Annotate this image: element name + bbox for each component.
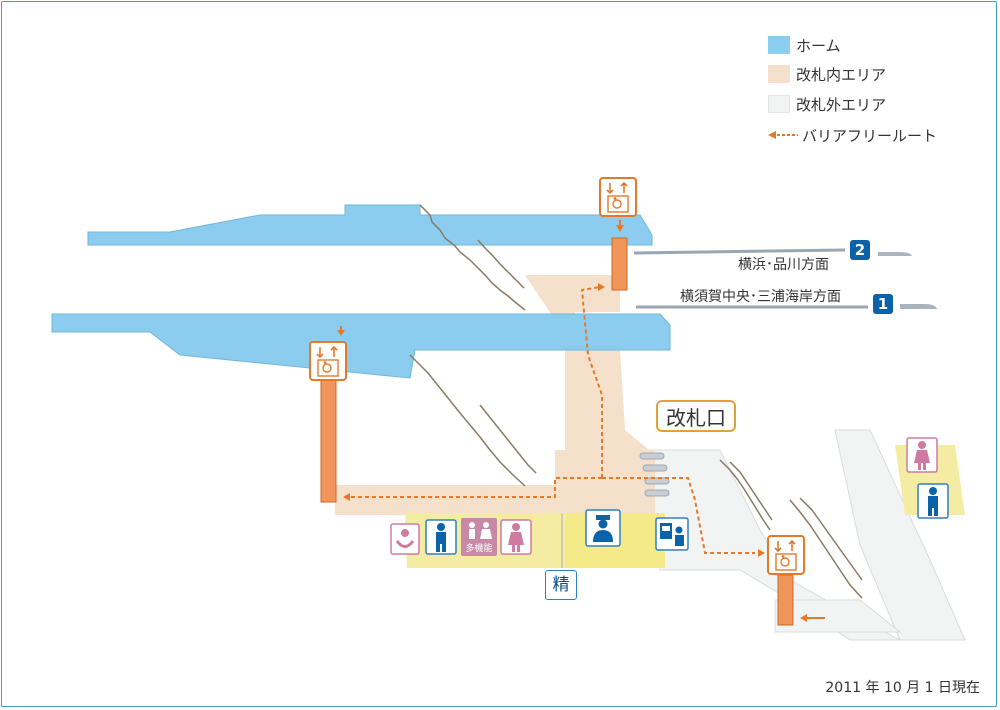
track-2-badge: 2 — [850, 240, 870, 260]
legend-platform: ホーム — [768, 34, 841, 56]
legend-inside-label: 改札内エリア — [796, 65, 887, 84]
elevator-icon — [767, 535, 805, 575]
route-arrowheads — [337, 225, 807, 622]
womens-toilet-icon — [906, 437, 938, 473]
fare-adjustment-label: 精 — [545, 570, 577, 600]
elevator-shaft-left — [320, 379, 337, 503]
station-staff-icon — [585, 509, 621, 547]
womens-toilet-icon — [500, 519, 532, 555]
legend-route: バリアフリールート — [768, 124, 937, 146]
track-1-badge: 1 — [873, 294, 893, 314]
inside-gate-area — [335, 275, 655, 515]
baby-care-icon — [390, 523, 420, 555]
track-1-direction: 横須賀中央･三浦海岸方面 — [680, 289, 841, 305]
track-2-direction: 横浜･品川方面 — [738, 257, 829, 273]
legend-route-swatch — [768, 131, 798, 139]
multipurpose-toilet-label: 多機能 — [465, 542, 492, 554]
barrier-free-route — [350, 286, 755, 554]
legend-outside-label: 改札外エリア — [796, 95, 887, 114]
legend-route-label: バリアフリールート — [802, 126, 938, 145]
legend-outside: 改札外エリア — [768, 93, 886, 115]
legend-inside: 改札内エリア — [768, 63, 886, 85]
legend-inside-swatch — [768, 65, 790, 83]
stairs — [409, 204, 863, 599]
ticket-gates — [639, 452, 670, 497]
elevator-shaft-top — [611, 237, 628, 291]
elevator-shaft-right — [777, 574, 794, 626]
legend-platform-label: ホーム — [796, 36, 841, 55]
platform-2 — [87, 204, 653, 246]
ticket-machine-icon — [655, 517, 689, 551]
legend-platform-swatch — [768, 36, 790, 54]
elevator-icon — [309, 341, 347, 381]
platform-1 — [51, 313, 671, 379]
mens-toilet-icon — [917, 483, 949, 519]
mens-toilet-icon — [425, 519, 457, 555]
multipurpose-toilet-icon — [461, 518, 497, 556]
date-note: 2011 年 10 月 1 日現在 — [825, 680, 980, 696]
legend-outside-swatch — [768, 95, 790, 113]
ticket-gate-label: 改札口 — [656, 400, 736, 432]
elevator-icon — [599, 177, 637, 217]
